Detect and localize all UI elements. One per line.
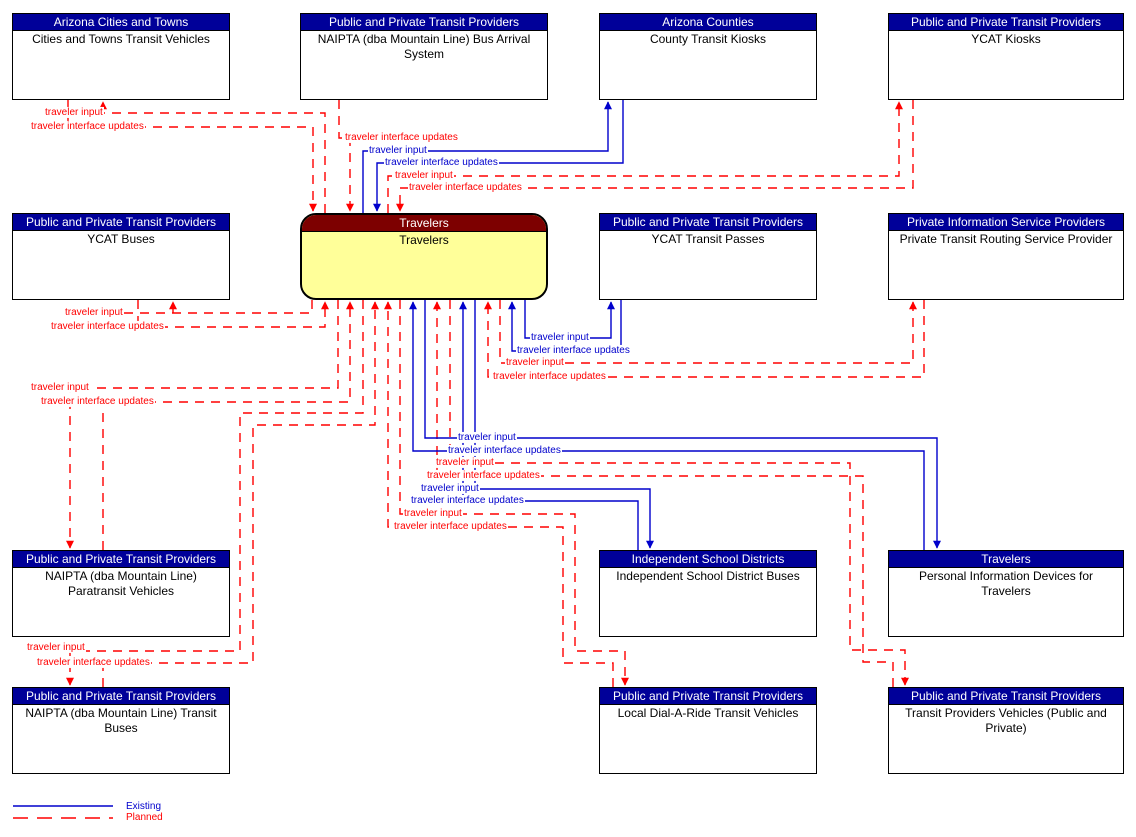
flow-label: traveler interface updates [344,131,459,143]
flow-label: traveler input [30,381,90,393]
flow-label: traveler input [403,507,463,519]
node-header: Arizona Cities and Towns [13,14,229,31]
node-header: Private Information Service Providers [889,214,1123,231]
flow-naipta-arrival-traveler-interface-updates [338,100,354,212]
node-header: Public and Private Transit Providers [600,214,816,231]
flow-paratransit-traveler-interface-updates [102,301,354,550]
flow-label: traveler input [44,106,104,118]
flow-label: traveler input [457,431,517,443]
node-private-transit-routing-service-provider[interactable]: Private Information Service Providers Pr… [888,213,1124,300]
flow-ycat-passes-traveler-interface-updates [508,300,622,352]
node-local-dial-a-ride-transit-vehicles[interactable]: Public and Private Transit Providers Loc… [599,687,817,774]
flow-label: traveler input [26,641,86,653]
flow-ycat-buses-traveler-input [115,300,313,314]
travelers-terminator[interactable]: Travelers Travelers [300,213,548,300]
node-personal-information-devices[interactable]: Travelers Personal Information Devices f… [888,550,1124,637]
flow-label: traveler interface updates [40,395,155,407]
flow-label: traveler interface updates [50,320,165,332]
node-title: Travelers [399,233,449,247]
node-title: NAIPTA (dba Mountain Line) Transit Buses [25,706,217,735]
node-title: Personal Information Devices for Travele… [918,569,1094,598]
node-independent-school-district-buses[interactable]: Independent School Districts Independent… [599,550,817,637]
node-naipta-paratransit-vehicles[interactable]: Public and Private Transit Providers NAI… [12,550,230,637]
flow-label: traveler interface updates [408,181,523,193]
flow-label: traveler interface updates [384,156,499,168]
flow-label: traveler input [435,456,495,468]
node-ycat-transit-passes[interactable]: Public and Private Transit Providers YCA… [599,213,817,300]
node-header: Public and Private Transit Providers [600,688,816,705]
flow-label: traveler interface updates [393,520,508,532]
node-header: Arizona Counties [600,14,816,31]
flow-label: traveler interface updates [492,370,607,382]
node-header: Public and Private Transit Providers [13,551,229,568]
flow-label: traveler interface updates [410,494,525,506]
node-title: YCAT Transit Passes [651,232,765,246]
node-header: Independent School Districts [600,551,816,568]
flow-personal-devices-traveler-interface-updates [409,301,925,550]
flow-label: traveler interface updates [516,344,631,356]
node-header: Travelers [889,551,1123,568]
node-county-transit-kiosks[interactable]: Arizona Counties County Transit Kiosks [599,13,817,100]
node-header: Public and Private Transit Providers [301,14,547,31]
flow-ycat-kiosks-traveler-interface-updates [396,100,914,212]
node-title: Private Transit Routing Service Provider [899,232,1113,246]
node-title: Cities and Towns Transit Vehicles [32,32,210,46]
flow-cities-traveler-interface-updates [67,100,317,212]
node-naipta-transit-buses[interactable]: Public and Private Transit Providers NAI… [12,687,230,774]
flow-label: traveler input [64,306,124,318]
node-ycat-kiosks[interactable]: Public and Private Transit Providers YCA… [888,13,1124,100]
node-ycat-buses[interactable]: Public and Private Transit Providers YCA… [12,213,230,300]
flow-label: traveler input [505,356,565,368]
node-header: Public and Private Transit Providers [13,688,229,705]
flow-label: traveler input [368,144,428,156]
flow-label: traveler input [420,482,480,494]
flow-label: traveler interface updates [447,444,562,456]
node-cities-towns-transit-vehicles[interactable]: Arizona Cities and Towns Cities and Town… [12,13,230,100]
flow-cities-traveler-input [99,101,326,213]
flow-paratransit-traveler-input [66,300,339,549]
flow-ycat-buses-traveler-interface-updates [137,300,329,328]
node-title: Transit Providers Vehicles (Public and P… [905,706,1107,735]
legend-planned-label: Planned [125,811,164,823]
flow-label: traveler interface updates [426,469,541,481]
flow-label: traveler input [394,169,454,181]
flow-label: traveler interface updates [30,120,145,132]
flow-label: traveler input [530,331,590,343]
node-transit-providers-vehicles[interactable]: Public and Private Transit Providers Tra… [888,687,1124,774]
node-header: Public and Private Transit Providers [889,14,1123,31]
node-header: Travelers [302,215,546,232]
legend-existing-label: Existing [125,800,163,812]
node-title: Local Dial-A-Ride Transit Vehicles [617,706,799,720]
node-title: YCAT Buses [87,232,155,246]
node-title: NAIPTA (dba Mountain Line) Paratransit V… [45,569,197,598]
node-header: Public and Private Transit Providers [13,214,229,231]
flow-label: traveler interface updates [36,656,151,668]
node-title: Independent School District Buses [616,569,800,583]
node-title: County Transit Kiosks [649,32,767,46]
node-title: NAIPTA (dba Mountain Line) Bus Arrival S… [317,32,531,61]
node-header: Public and Private Transit Providers [889,688,1123,705]
node-naipta-bus-arrival-system[interactable]: Public and Private Transit Providers NAI… [300,13,548,100]
node-title: YCAT Kiosks [971,32,1041,46]
flow-personal-devices-traveler-input [424,300,941,549]
